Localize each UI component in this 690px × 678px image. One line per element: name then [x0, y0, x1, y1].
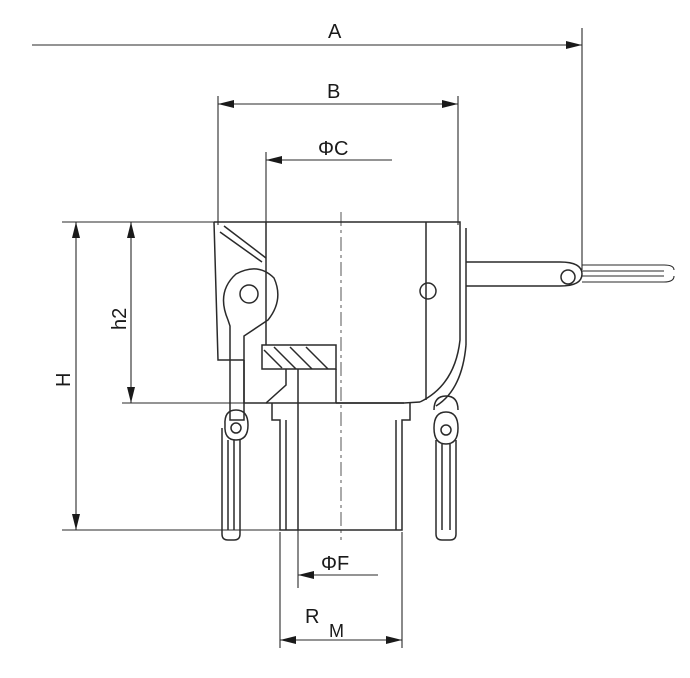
dimension-h2-label: h2 — [109, 308, 131, 330]
right-cam-lever — [419, 282, 459, 541]
dimension-c: ΦC — [265, 138, 392, 225]
dimension-rm: R M — [279, 532, 403, 648]
dimension-f: ΦF — [297, 530, 378, 588]
dimension-b: B — [217, 81, 459, 225]
left-cam-lever — [221, 268, 279, 541]
dimension-c-label: ΦC — [318, 138, 348, 160]
dimension-b-label: B — [327, 81, 340, 103]
dimension-r-label: R — [305, 606, 319, 628]
pull-ring-handle — [466, 261, 675, 287]
dimension-a-label: A — [328, 21, 342, 43]
dimension-h2: h2 — [109, 222, 262, 404]
dimension-h-label: H — [53, 373, 75, 387]
dimension-f-label: ΦF — [321, 553, 349, 575]
dimension-h: H — [53, 221, 280, 531]
dimension-m-label: M — [329, 621, 344, 641]
dimension-a: A — [32, 21, 583, 270]
